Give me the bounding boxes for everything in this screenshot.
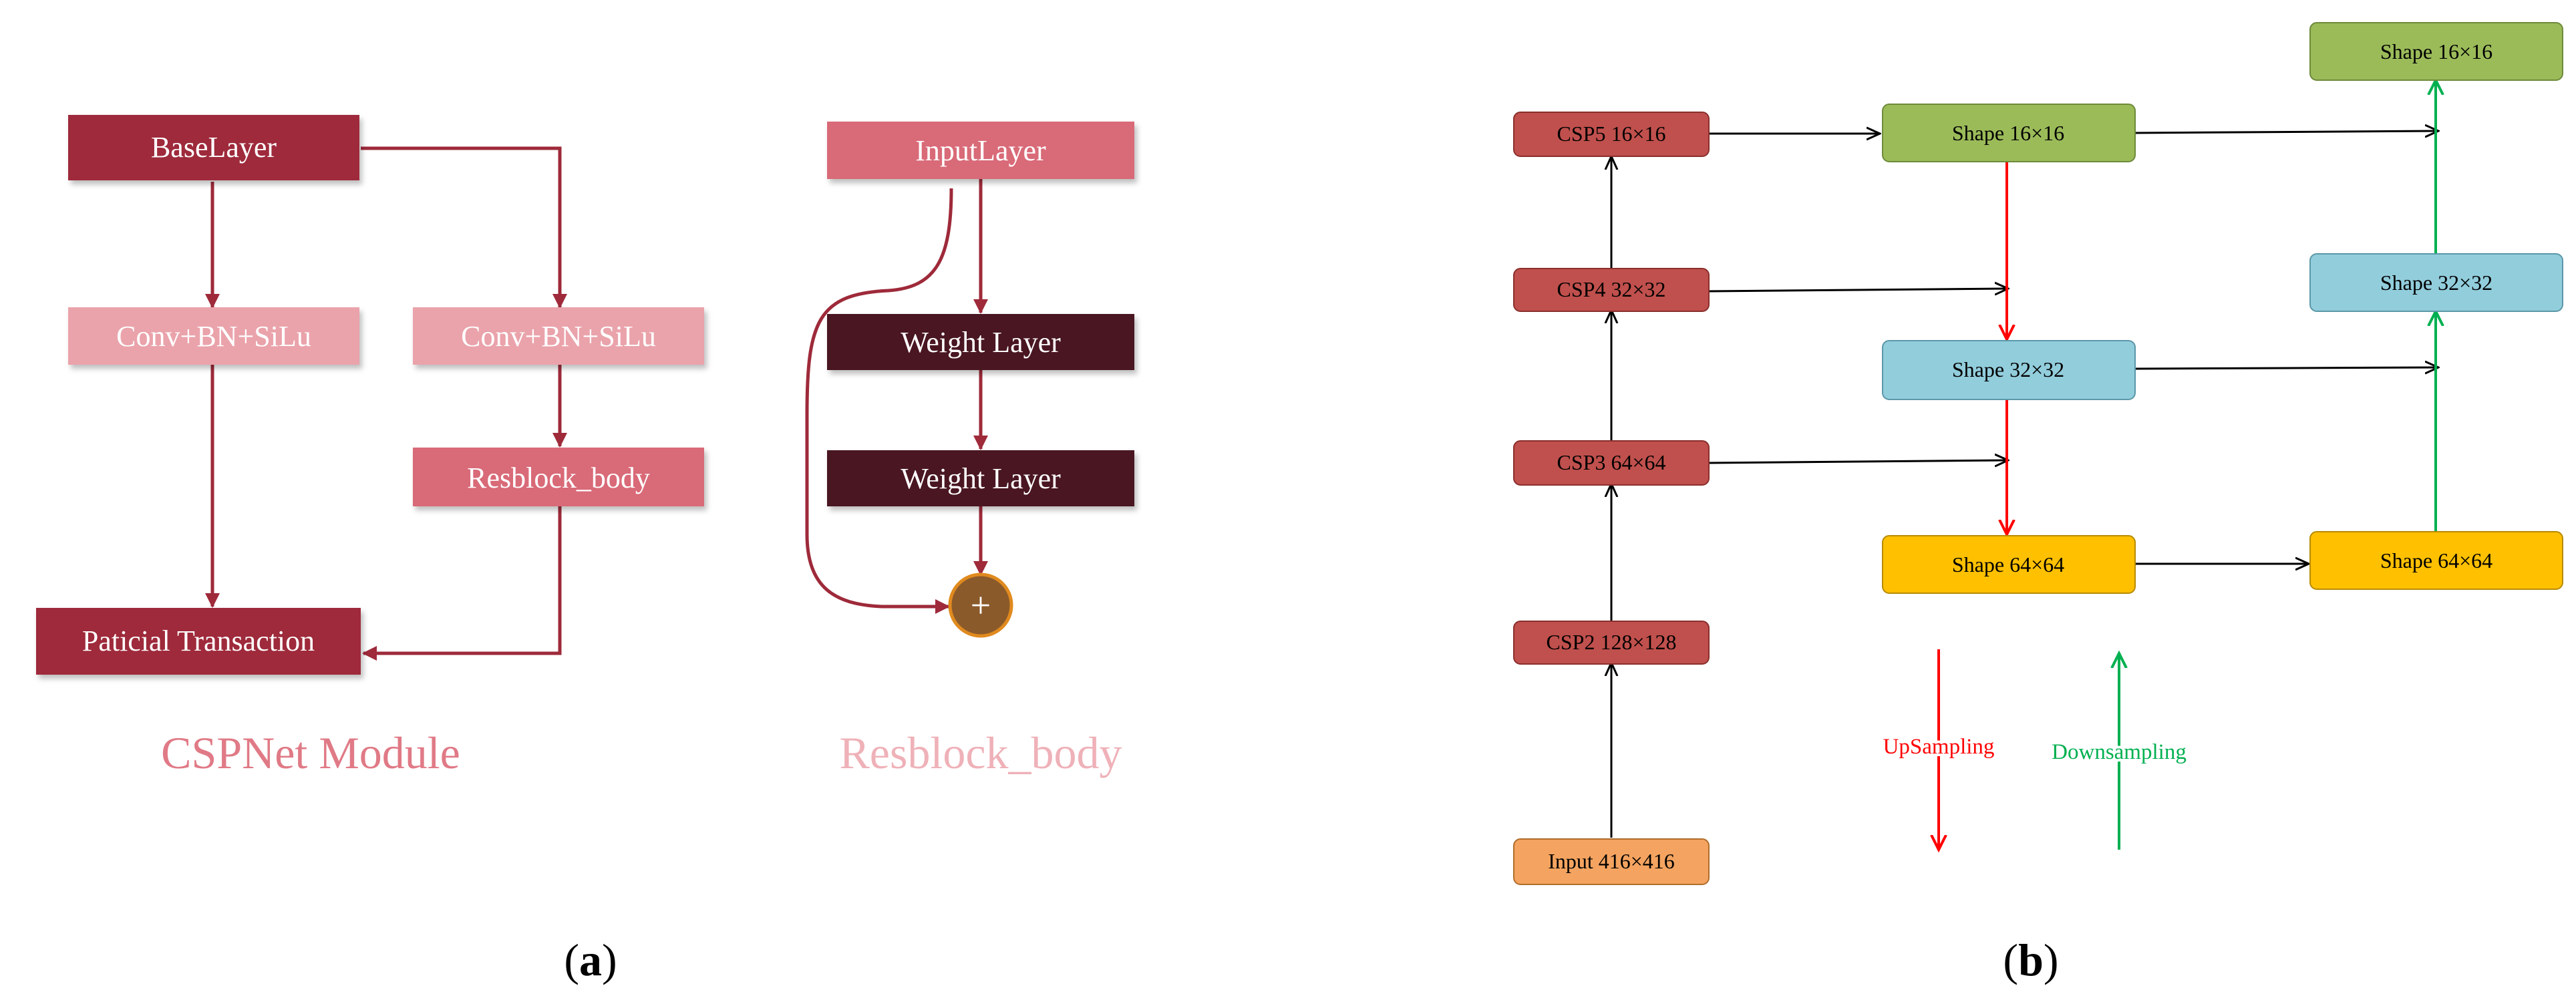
node-conv-right: Conv+BN+SiLu: [413, 307, 704, 365]
node-csp3: CSP3 64×64: [1513, 440, 1710, 486]
node-partial-transaction: Paticial Transaction: [36, 608, 361, 675]
node-mid-32: Shape 32×32: [1882, 340, 2136, 400]
node-input-416: Input 416×416: [1513, 838, 1710, 885]
edge-skip-connection: [805, 188, 953, 614]
edge-csp4-to-mid32: [1708, 289, 2008, 291]
caption-a: (a): [564, 935, 617, 985]
legend-upsampling-label: UpSampling: [1883, 735, 1995, 759]
node-csp4: CSP4 32×32: [1513, 268, 1710, 312]
legend-downsampling-label: Downsampling: [2052, 740, 2187, 764]
node-input-layer: InputLayer: [827, 122, 1134, 179]
node-weight-layer-2: Weight Layer: [827, 450, 1134, 506]
resblock-body-title: Resblock_body: [839, 727, 1122, 778]
edge-mid32-to-fuse32: [2134, 367, 2438, 369]
cspnet-module-title: CSPNet Module: [161, 727, 460, 778]
panel-b-fpn: CSP5 16×16 CSP4 32×32 CSP3 64×64 CSP2 12…: [1513, 22, 2563, 885]
node-csp2-label: CSP2 128×128: [1547, 630, 1677, 654]
node-mid-16-label: Shape 16×16: [1952, 121, 2064, 145]
node-resblock-body-label: Resblock_body: [467, 462, 650, 494]
node-csp5: CSP5 16×16: [1513, 112, 1710, 157]
plus-node: +: [948, 572, 1013, 638]
node-csp4-label: CSP4 32×32: [1557, 277, 1666, 301]
node-right-32: Shape 32×32: [2309, 253, 2563, 312]
node-right-64-label: Shape 64×64: [2380, 548, 2492, 572]
node-conv-left: Conv+BN+SiLu: [68, 307, 359, 365]
node-csp2: CSP2 128×128: [1513, 621, 1710, 665]
node-mid-64-label: Shape 64×64: [1952, 552, 2064, 576]
edge-csp3-to-mid64: [1708, 460, 2008, 463]
node-base-layer: BaseLayer: [68, 115, 359, 180]
node-right-32-label: Shape 32×32: [2380, 271, 2492, 295]
node-right-16-label: Shape 16×16: [2380, 39, 2492, 63]
node-mid-32-label: Shape 32×32: [1952, 357, 2064, 381]
panel-a-resblock: InputLayer Weight Layer Weight Layer + R…: [805, 122, 1134, 778]
node-partial-transaction-label: Paticial Transaction: [82, 625, 315, 657]
node-input-layer-label: InputLayer: [915, 134, 1046, 167]
node-right-16: Shape 16×16: [2309, 22, 2563, 81]
node-mid-64: Shape 64×64: [1882, 535, 2136, 594]
node-input-416-label: Input 416×416: [1548, 849, 1675, 873]
node-right-64: Shape 64×64: [2309, 531, 2563, 590]
node-resblock-body: Resblock_body: [413, 448, 704, 506]
node-conv-left-label: Conv+BN+SiLu: [116, 320, 311, 353]
node-csp3-label: CSP3 64×64: [1557, 450, 1666, 474]
edge-resblock-to-partial: [362, 506, 562, 661]
node-csp5-label: CSP5 16×16: [1557, 122, 1666, 146]
node-base-layer-label: BaseLayer: [151, 131, 277, 164]
edge-mid16-to-fuse16: [2134, 131, 2438, 133]
plus-sign: +: [971, 585, 991, 625]
panel-a-cspnet: BaseLayer Conv+BN+SiLu Conv+BN+SiLu Resb…: [36, 115, 704, 778]
node-weight-layer-1: Weight Layer: [827, 314, 1134, 370]
node-weight-layer-1-label: Weight Layer: [901, 326, 1061, 359]
edge-base-to-conv-right: [361, 146, 567, 309]
node-weight-layer-2-label: Weight Layer: [901, 462, 1061, 495]
plus-circle-icon: [948, 572, 1013, 638]
caption-b: (b): [2003, 935, 2058, 985]
node-mid-16: Shape 16×16: [1882, 104, 2136, 162]
node-conv-right-label: Conv+BN+SiLu: [461, 320, 656, 353]
legend: UpSampling Downsampling: [1881, 649, 2189, 850]
